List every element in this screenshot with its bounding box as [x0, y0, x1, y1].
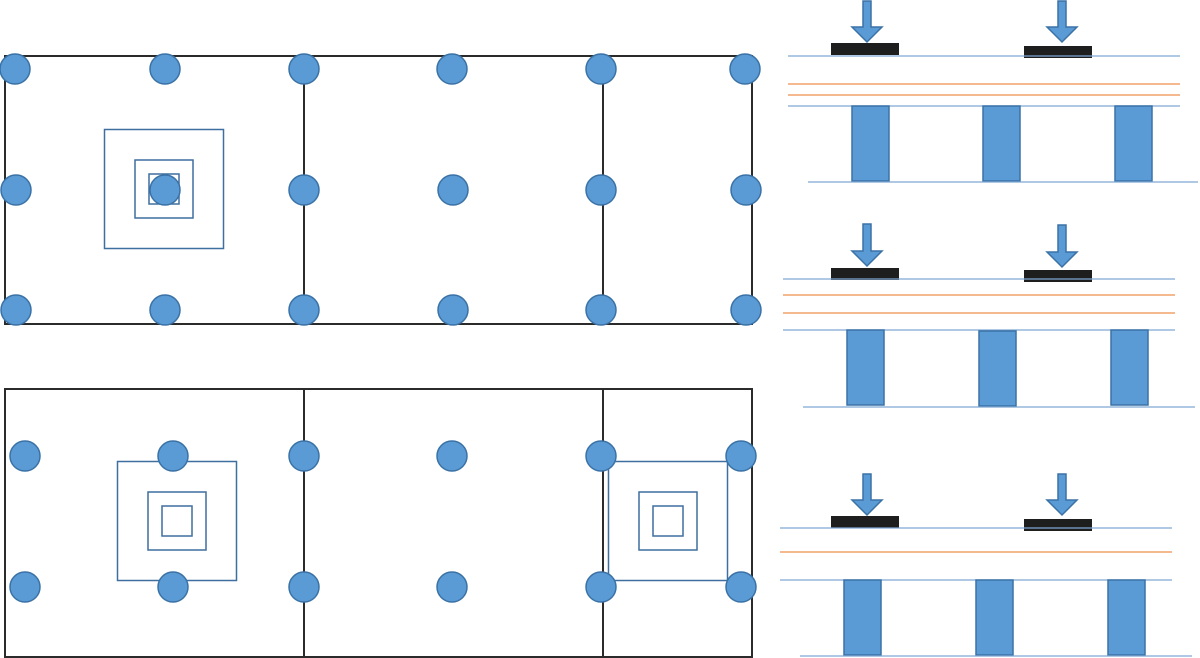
- sensor-point: [288, 294, 320, 326]
- nested-square: [103, 128, 225, 250]
- loading-plate: [1024, 46, 1092, 58]
- sensor-point: [288, 440, 320, 472]
- loading-plate: [1024, 270, 1092, 282]
- load-arrow-icon: [1045, 473, 1079, 517]
- sensor-point: [585, 294, 617, 326]
- sensor-point: [437, 294, 469, 326]
- pillar: [843, 579, 882, 656]
- sensor-point: [436, 571, 468, 603]
- sensor-point: [725, 571, 757, 603]
- plan-frame: [4, 388, 753, 658]
- loading-plate: [831, 43, 899, 55]
- sensor-point: [0, 294, 32, 326]
- pillar: [1110, 329, 1149, 406]
- load-arrow-icon: [1045, 224, 1079, 269]
- sensor-point: [585, 174, 617, 206]
- sensor-point: [730, 294, 762, 326]
- nested-square: [652, 505, 684, 537]
- sensor-point: [585, 440, 617, 472]
- sensor-point: [585, 53, 617, 85]
- nested-square: [638, 491, 698, 551]
- nested-square: [134, 159, 194, 219]
- plan-view-bottom: [4, 388, 757, 658]
- plan-view-top: [0, 53, 762, 326]
- sensor-point: [0, 174, 32, 206]
- pillar: [846, 329, 885, 406]
- sensor-point: [157, 440, 189, 472]
- load-arrow-icon: [850, 473, 884, 517]
- pillar: [978, 330, 1017, 407]
- pillar: [1114, 105, 1153, 182]
- sensor-point: [437, 174, 469, 206]
- cross-section-2: [783, 223, 1195, 408]
- sensor-point: [436, 53, 468, 85]
- sensor-point: [730, 174, 762, 206]
- sensor-point: [9, 440, 41, 472]
- sensor-point: [725, 440, 757, 472]
- sensor-point: [149, 174, 181, 206]
- nested-square: [116, 460, 238, 582]
- loading-plate: [831, 516, 899, 528]
- pillar: [982, 105, 1021, 182]
- sensor-point: [9, 571, 41, 603]
- pillar: [1107, 579, 1146, 656]
- plan-frame: [4, 55, 753, 325]
- pillar: [975, 579, 1014, 656]
- sensor-point: [288, 571, 320, 603]
- sensor-point: [149, 53, 181, 85]
- sensor-point: [585, 571, 617, 603]
- nested-square: [607, 460, 729, 582]
- load-arrow-icon: [850, 0, 884, 44]
- loading-plate: [831, 268, 899, 280]
- cross-sections: [780, 0, 1198, 657]
- sensor-point: [149, 294, 181, 326]
- cross-section-3: [780, 473, 1192, 657]
- sensor-point: [157, 571, 189, 603]
- sensor-point: [0, 53, 31, 85]
- cross-section-1: [788, 0, 1198, 183]
- sensor-point: [436, 440, 468, 472]
- nested-square: [161, 505, 193, 537]
- sensor-point: [288, 53, 320, 85]
- load-arrow-icon: [1045, 0, 1079, 44]
- nested-square: [147, 491, 207, 551]
- sensor-point: [288, 174, 320, 206]
- loading-plate: [1024, 519, 1092, 531]
- pillar: [851, 105, 890, 182]
- load-arrow-icon: [850, 223, 884, 268]
- sensor-point: [729, 53, 761, 85]
